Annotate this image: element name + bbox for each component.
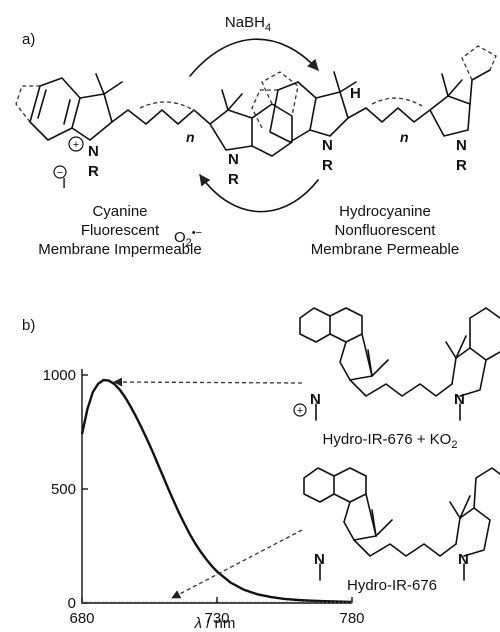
- panel-a-label: a): [22, 31, 35, 48]
- right-perm: Membrane Permeable: [311, 241, 459, 258]
- y-tick-label: 500: [51, 481, 76, 498]
- right-n2: N: [456, 137, 467, 154]
- right-r2: R: [456, 157, 467, 174]
- bottom-n-right: N: [458, 551, 469, 568]
- bottom-compound-label: Hydro-IR-676: [347, 577, 437, 594]
- svg-text:+: +: [297, 405, 303, 417]
- series-hydro-ir-676-ko2: [80, 378, 353, 604]
- left-perm: Membrane Impermeable: [38, 241, 201, 258]
- right-name: Hydrocyanine: [339, 203, 431, 220]
- negative-charge-icon: [53, 165, 67, 179]
- hydro-ir-676-ko2-structure: [299, 307, 500, 421]
- top-positive-charge-icon: [293, 403, 307, 417]
- right-r1: R: [322, 157, 333, 174]
- bottom-n-left: N: [314, 551, 325, 568]
- right-n-repeat: n: [400, 129, 409, 145]
- left-fluor: Fluorescent: [81, 222, 160, 239]
- benzene-ring-left: [29, 77, 81, 141]
- x-tick-label: 780: [339, 610, 364, 627]
- gem-dimethyl-right: [221, 89, 243, 111]
- pointer-arrow-top: [113, 377, 303, 387]
- reduction-arrow: [189, 38, 319, 77]
- panel-b-label: b): [22, 317, 35, 334]
- reagent-nabh4: NaBH4: [225, 14, 271, 34]
- fused-ring-dashed-right-h: [461, 45, 497, 81]
- benzene-ring-right: [251, 103, 293, 157]
- right-fluor: Nonfluorescent: [335, 222, 437, 239]
- gem-dimethyl-left: [95, 73, 123, 95]
- x-tick-label: 680: [69, 610, 94, 627]
- fused-ring-dashed-left: [15, 85, 40, 123]
- indole-ring-right: [209, 109, 253, 151]
- left-r1: R: [88, 163, 99, 180]
- polymethine-chain-left: [111, 109, 211, 125]
- left-n1: N: [88, 143, 99, 160]
- right-n1: N: [322, 137, 333, 154]
- positive-charge-icon: [68, 136, 84, 152]
- iodide-counterion: I: [62, 175, 66, 192]
- x-axis-label: λ / nm: [194, 615, 236, 632]
- pointer-arrow-bottom: [171, 529, 303, 599]
- indole-ring-left: [71, 93, 113, 141]
- fused-ring-dashed-left-h: [251, 89, 278, 129]
- y-tick-label: 0: [68, 595, 76, 612]
- right-h: H: [350, 85, 361, 102]
- top-n-right: N: [454, 391, 465, 408]
- left-r2: R: [228, 171, 239, 188]
- left-n-repeat: n: [186, 129, 195, 145]
- hydro-ir-676-structure: [303, 467, 500, 581]
- emission-spectrum-chart: 680 730 780 0 500 1000: [43, 367, 365, 627]
- svg-text:−: −: [57, 167, 63, 179]
- y-tick-label: 1000: [43, 367, 76, 384]
- hydrocyanine-structure: [251, 45, 497, 143]
- top-n-left: N: [310, 391, 321, 408]
- x-tick-label: 730: [204, 610, 229, 627]
- top-compound-label: Hydro-IR-676 + KO2: [323, 431, 458, 451]
- fused-ring-dashed-right: [261, 71, 299, 117]
- left-n2: N: [228, 151, 239, 168]
- svg-text:+: +: [73, 139, 79, 151]
- cyanine-structure: [15, 71, 299, 157]
- oxidation-arrow: [199, 174, 319, 213]
- left-name: Cyanine: [92, 203, 147, 220]
